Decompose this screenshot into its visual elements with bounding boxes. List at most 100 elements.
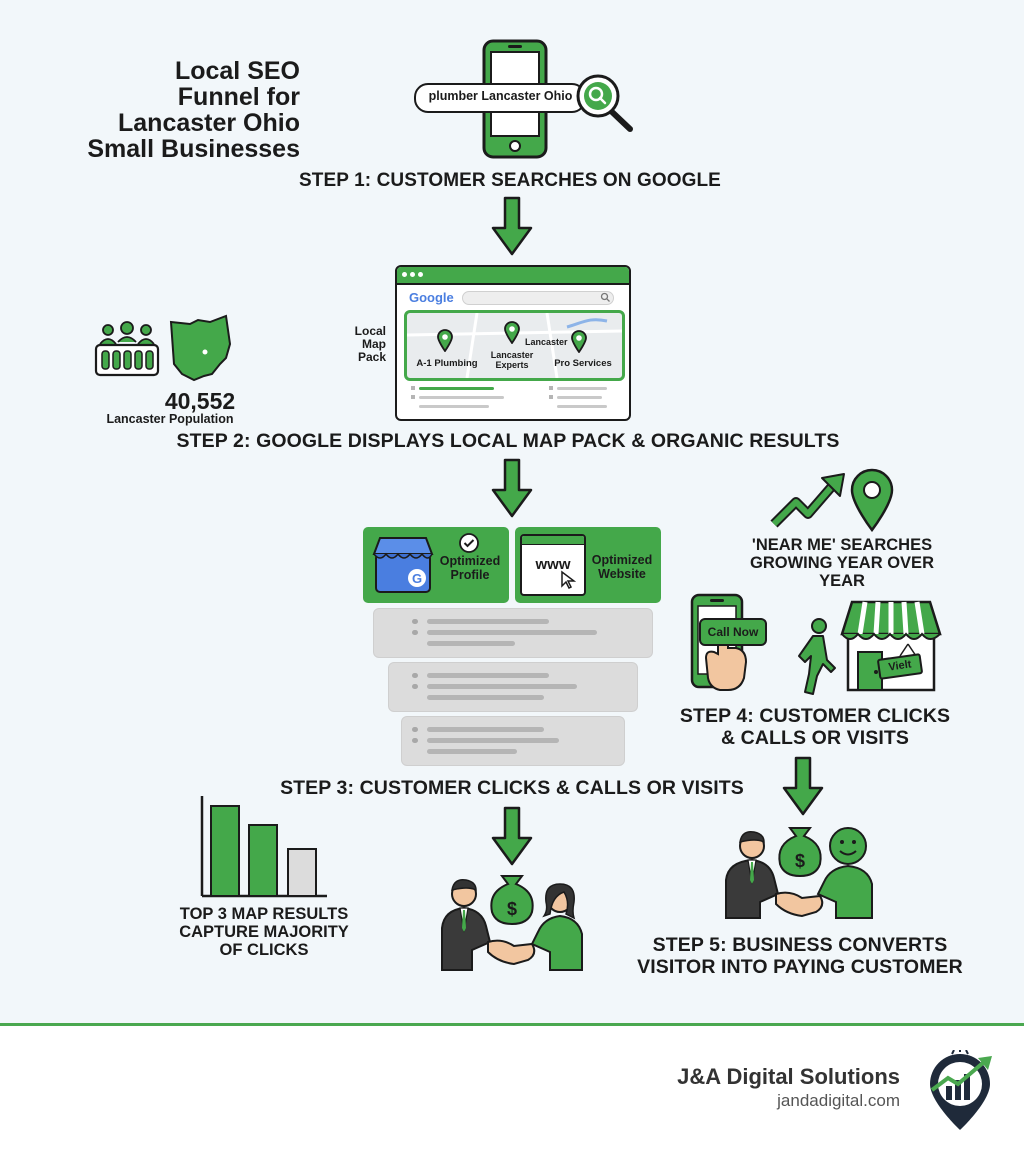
row-line	[427, 738, 559, 743]
pin-label: Lancaster Experts	[490, 350, 534, 370]
population-value: 40,552	[164, 388, 236, 414]
website-label-line-1: Optimized	[591, 553, 653, 567]
result-dot	[549, 386, 553, 390]
pin-label: Pro Services	[554, 358, 612, 369]
organic-result-line	[419, 396, 504, 399]
company-name: J&A Digital Solutions	[677, 1064, 900, 1089]
result-dot	[549, 395, 553, 399]
down-arrow-icon	[491, 196, 533, 256]
row-bullet	[412, 673, 418, 678]
row-line	[427, 630, 597, 635]
infographic-title: Local SEO Funnel for Lancaster Ohio Smal…	[60, 58, 300, 162]
population-label: Lancaster Population	[106, 412, 234, 426]
organic-result-line	[419, 405, 489, 408]
step-4-label: STEP 4: CUSTOMER CLICKS & CALLS OR VISIT…	[660, 705, 970, 749]
browser-bar	[522, 536, 584, 545]
optimized-website-label: Optimized Website	[586, 553, 658, 581]
result-dot	[411, 386, 415, 390]
storefront-icon	[840, 600, 942, 692]
browser-titlebar	[397, 267, 629, 285]
down-arrow-icon	[491, 458, 533, 518]
money-symbol: $	[507, 899, 517, 919]
row-bullet	[412, 619, 418, 624]
step-4-label-line-1: STEP 4: CUSTOMER CLICKS	[679, 705, 951, 727]
row-bullet	[412, 684, 418, 689]
www-browser-icon: www	[520, 534, 586, 596]
google-logo: Google	[409, 290, 454, 305]
money-symbol: $	[795, 851, 805, 871]
customer-conversion-icon: $	[725, 827, 873, 919]
step-5-label-line-1: STEP 5: BUSINESS CONVERTS	[652, 934, 948, 956]
near-me-caption: 'NEAR ME' SEARCHES GROWING YEAR OVER YEA…	[730, 536, 954, 590]
chart-caption: TOP 3 MAP RESULTS CAPTURE MAJORITY OF CL…	[160, 905, 368, 959]
profile-label-line-2: Profile	[450, 568, 490, 582]
map-pin-icon	[504, 321, 520, 344]
near-me-line-2: GROWING YEAR OVER	[750, 554, 934, 572]
trend-up-arrow-icon	[770, 473, 845, 528]
google-results-browser: Google Lancaster A-1 Plumbing Lancaster …	[395, 265, 631, 421]
google-search-bar[interactable]	[462, 291, 614, 305]
row-line	[427, 727, 544, 732]
title-line-3: Lancaster Ohio	[118, 109, 300, 137]
cursor-icon	[561, 570, 576, 590]
window-dot	[418, 272, 423, 277]
map-pack-label: Local Map Pack	[340, 325, 386, 364]
company-website-link[interactable]: jandadigital.com	[777, 1091, 900, 1110]
row-line	[427, 641, 515, 646]
company-logo-icon	[930, 1050, 992, 1130]
row-line	[427, 695, 544, 700]
click-share-bar	[210, 805, 240, 897]
search-icon	[600, 292, 610, 302]
near-me-line-3: YEAR	[819, 572, 865, 590]
organic-result-line	[419, 387, 494, 390]
check-badge-icon	[459, 533, 479, 553]
step-5-label-line-2: VISITOR INTO PAYING CUSTOMER	[637, 956, 963, 978]
clicks-bar-chart-icon	[200, 796, 327, 898]
map-pack-label-line-2: Map	[362, 337, 386, 351]
map-pin-icon	[571, 330, 587, 353]
down-arrow-icon	[491, 806, 533, 866]
result-dot	[411, 395, 415, 399]
map-pack-label-line-3: Pack	[357, 350, 386, 364]
window-dot	[410, 272, 415, 277]
organic-result-line	[557, 387, 607, 390]
handshake-deal-icon: $	[441, 875, 583, 971]
chart-caption-line-3: OF CLICKS	[219, 941, 309, 959]
title-line-2: Funnel for	[177, 83, 300, 111]
search-bar[interactable]	[414, 83, 586, 113]
chart-caption-line-2: CAPTURE MAJORITY	[179, 923, 349, 941]
step-4-label-line-2: & CALLS OR VISITS	[720, 727, 910, 749]
organic-result-line	[557, 396, 602, 399]
row-bullet	[412, 727, 418, 732]
step-2-label: STEP 2: GOOGLE DISPLAYS LOCAL MAP PACK &…	[176, 430, 840, 452]
row-line	[427, 684, 577, 689]
title-line-4: Small Businesses	[87, 135, 300, 163]
row-bullet	[412, 630, 418, 635]
map-pin-icon	[437, 329, 453, 352]
chart-caption-line-1: TOP 3 MAP RESULTS	[179, 905, 349, 923]
row-line	[427, 749, 517, 754]
call-now-button[interactable]: Call Now	[699, 618, 767, 646]
map-pack-label-line-1: Local	[354, 324, 386, 338]
window-dot	[402, 272, 407, 277]
down-arrow-icon	[782, 756, 824, 816]
near-me-line-1: 'NEAR ME' SEARCHES	[751, 536, 933, 554]
click-share-bar	[248, 824, 278, 897]
walking-person-icon	[798, 618, 836, 695]
magnifier-icon	[576, 74, 633, 132]
ohio-map-icon	[169, 314, 232, 382]
row-bullet	[412, 738, 418, 743]
footer	[0, 1026, 1024, 1154]
footer-divider	[0, 1023, 1024, 1026]
organic-result-line	[557, 405, 607, 408]
pin-label: A-1 Plumbing	[416, 358, 478, 369]
row-line	[427, 619, 549, 624]
step-1-label: STEP 1: CUSTOMER SEARCHES ON GOOGLE	[299, 170, 721, 191]
location-pin-icon	[850, 468, 894, 532]
step-3-label: STEP 3: CUSTOMER CLICKS & CALLS OR VISIT…	[280, 777, 744, 799]
google-business-store-icon: G	[372, 537, 434, 593]
crowd-icon	[94, 321, 160, 377]
map-city-label: Lancaster	[525, 337, 568, 347]
click-share-bar	[287, 848, 317, 897]
website-label-line-2: Website	[598, 567, 646, 581]
